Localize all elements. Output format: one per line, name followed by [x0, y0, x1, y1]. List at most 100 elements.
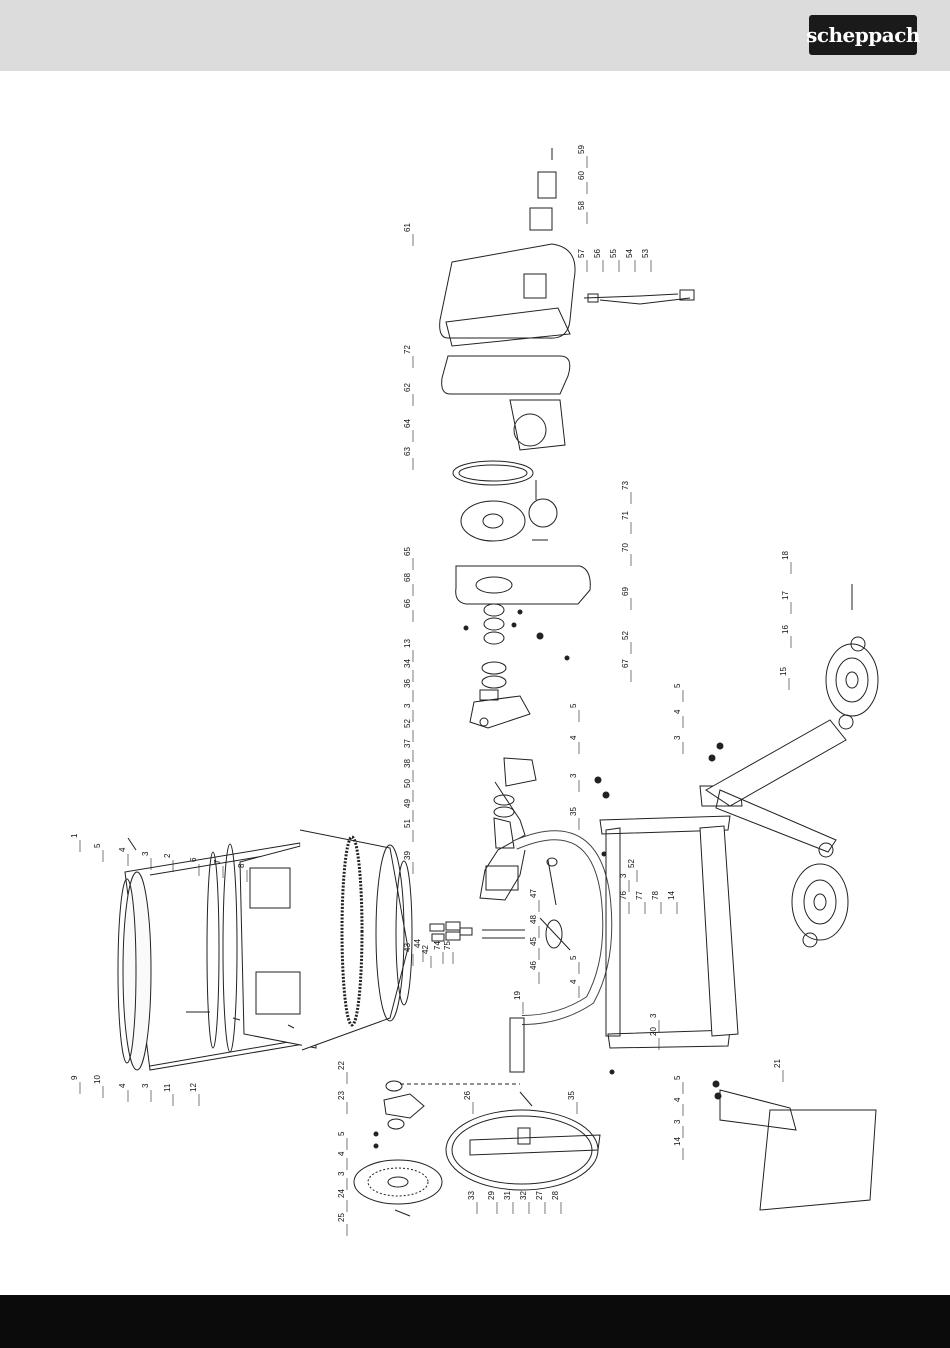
callout-c9: 9: [70, 1075, 79, 1080]
callout-c1: 1: [70, 833, 79, 838]
callout-c4d: 4: [569, 735, 578, 740]
callout-c28: 28: [551, 1191, 560, 1200]
scheppach-logo: scheppach: [809, 15, 917, 55]
callout-c22: 22: [337, 1061, 346, 1070]
callout-c3i: 3: [673, 735, 682, 740]
callout-c2: 2: [163, 853, 172, 858]
callout-c50: 50: [403, 779, 412, 788]
callout-c5a: 5: [93, 843, 102, 848]
callout-c3a: 3: [141, 851, 150, 856]
bearing-block: [470, 690, 530, 728]
tilt-handle: [510, 835, 607, 1072]
callout-c27: 27: [535, 1191, 544, 1200]
callout-c51: 51: [403, 819, 412, 828]
callout-c14a: 14: [667, 891, 676, 900]
callout-c23: 23: [337, 1091, 346, 1100]
callout-c36: 36: [403, 679, 412, 688]
callout-c68: 68: [403, 573, 412, 582]
page-footer: [0, 1295, 950, 1348]
callout-c31: 31: [503, 1191, 512, 1200]
callout-c3d: 3: [403, 703, 412, 708]
callout-c77: 77: [635, 891, 644, 900]
callout-c72: 72: [403, 345, 412, 354]
power-cable: [584, 290, 694, 304]
callout-c5f: 5: [673, 683, 682, 688]
motor-cover: [440, 244, 575, 394]
callout-c7: 7: [213, 859, 222, 864]
callout-c4f: 4: [673, 1097, 682, 1102]
pinion-shaft: [480, 782, 570, 950]
callout-c20: 20: [649, 1027, 658, 1036]
callout-c33: 33: [467, 1191, 476, 1200]
callout-c4e: 4: [569, 979, 578, 984]
callout-c24: 24: [337, 1189, 346, 1198]
callout-c34: 34: [403, 659, 412, 668]
callout-c54: 54: [625, 249, 634, 258]
wheels: [792, 584, 878, 947]
callout-c5b: 5: [337, 1131, 346, 1136]
callout-c4a: 4: [118, 847, 127, 852]
callout-c3g: 3: [649, 1013, 658, 1018]
callout-c52a: 52: [403, 719, 412, 728]
callout-c76: 76: [619, 891, 628, 900]
callout-c61: 61: [403, 223, 412, 232]
callout-c4c: 4: [337, 1151, 346, 1156]
callout-c5c: 5: [569, 703, 578, 708]
callout-c47: 47: [529, 889, 538, 898]
callout-c62: 62: [403, 383, 412, 392]
callout-c5e: 5: [673, 1075, 682, 1080]
callout-c19: 19: [513, 991, 522, 1000]
fasteners: [374, 610, 723, 1148]
drum-assembly: [118, 830, 412, 1070]
callout-c35b: 35: [569, 807, 578, 816]
callout-c3e: 3: [569, 773, 578, 778]
callout-c12: 12: [189, 1083, 198, 1092]
callout-c4b: 4: [118, 1083, 127, 1088]
callout-c69: 69: [621, 587, 630, 596]
switch-parts: [530, 148, 556, 230]
callout-c4g: 4: [673, 709, 682, 714]
callout-c48: 48: [529, 915, 538, 924]
callout-c14b: 14: [673, 1137, 682, 1146]
callout-c3h: 3: [673, 1119, 682, 1124]
page-header: scheppach: [0, 0, 950, 71]
callout-c78: 78: [651, 891, 660, 900]
callout-c39: 39: [403, 851, 412, 860]
callout-c11: 11: [163, 1083, 172, 1092]
callout-c75: 75: [443, 941, 452, 950]
callout-c67: 67: [621, 659, 630, 668]
callout-c16: 16: [781, 625, 790, 634]
callout-c21: 21: [773, 1059, 782, 1068]
callout-c46: 46: [529, 961, 538, 970]
callout-c3b: 3: [141, 1083, 150, 1088]
callout-c57: 57: [577, 249, 586, 258]
callout-c38: 38: [403, 759, 412, 768]
pulley-assembly: [453, 400, 565, 541]
callout-c71: 71: [621, 511, 630, 520]
callout-c42: 42: [421, 945, 430, 954]
callout-c8: 8: [237, 863, 246, 868]
callout-c32: 32: [519, 1191, 528, 1200]
callout-c59: 59: [577, 145, 586, 154]
callout-c15: 15: [779, 667, 788, 676]
gear-housing: [456, 566, 591, 688]
callout-c65: 65: [403, 547, 412, 556]
callout-c53: 53: [641, 249, 650, 258]
callout-c58: 58: [577, 201, 586, 210]
callout-c3f: 3: [619, 873, 628, 878]
callout-c6: 6: [189, 857, 198, 862]
callout-c35a: 35: [567, 1091, 576, 1100]
callout-c55: 55: [609, 249, 618, 258]
callout-c56: 56: [593, 249, 602, 258]
callout-c43: 43: [403, 943, 412, 952]
callout-c5d: 5: [569, 955, 578, 960]
bearing-rings: [430, 922, 525, 941]
callout-c66: 66: [403, 599, 412, 608]
callout-c29: 29: [487, 1191, 496, 1200]
callout-c74: 74: [433, 941, 442, 950]
stand-frame: [600, 720, 876, 1210]
callout-c18: 18: [781, 551, 790, 560]
callout-c63: 63: [403, 447, 412, 456]
